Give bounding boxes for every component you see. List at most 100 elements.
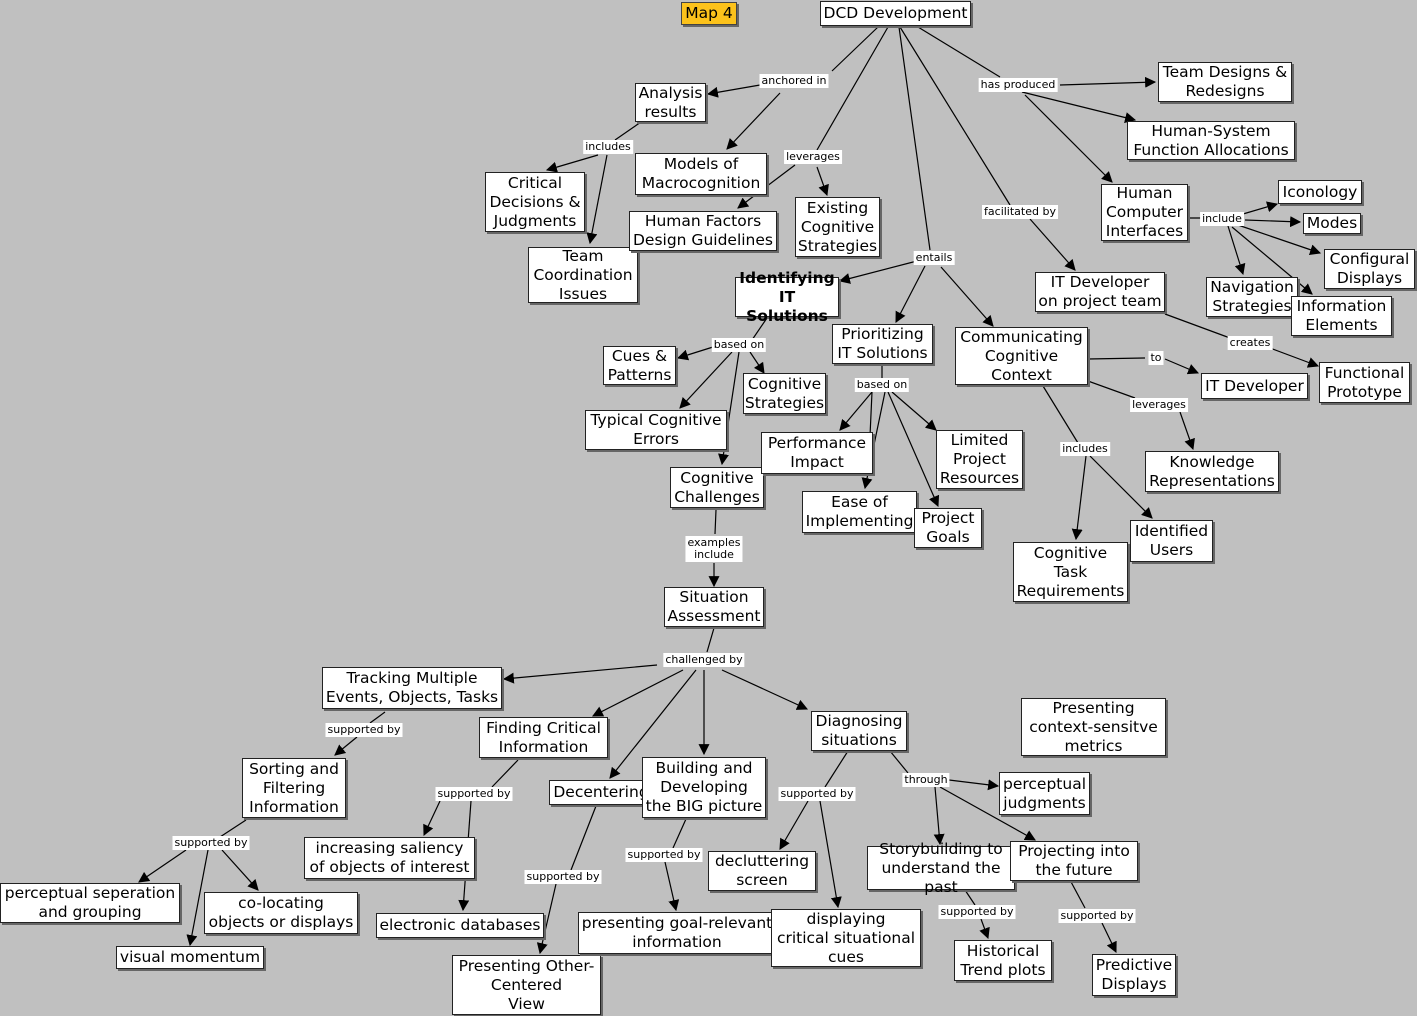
node-saliency[interactable]: increasing saliency of objects of intere…: [304, 837, 475, 879]
node-team-coord[interactable]: Team Coordination Issues: [528, 247, 638, 303]
connector-line: [917, 26, 1001, 78]
connector-line: [219, 819, 247, 838]
connector-line: [898, 26, 931, 251]
connector-line: [838, 260, 918, 284]
node-historical[interactable]: Historical Trend plots: [954, 940, 1052, 981]
node-cues[interactable]: Cues & Patterns: [603, 346, 676, 385]
link-label-facilitated-by: facilitated by: [982, 205, 1058, 219]
node-tracking[interactable]: Tracking Multiple Events, Objects, Tasks: [322, 667, 502, 709]
connector-line: [536, 883, 557, 955]
node-models-macro[interactable]: Models of Macrocognition: [635, 153, 767, 195]
connector-line: [964, 889, 976, 906]
link-label-based-on-2: based on: [854, 378, 910, 392]
node-it-developer[interactable]: IT Developer: [1201, 373, 1308, 399]
node-it-dev-team[interactable]: IT Developer on project team: [1035, 272, 1165, 312]
connector-line: [1071, 455, 1087, 541]
connector-line: [592, 669, 684, 717]
connector-line: [221, 849, 259, 891]
node-perceptual-sep[interactable]: perceptual seperation and grouping: [0, 883, 180, 923]
node-knowledge-rep[interactable]: Knowledge Representations: [1145, 451, 1279, 492]
node-perf-impact[interactable]: Performance Impact: [761, 432, 873, 474]
connector-line: [899, 26, 1011, 206]
node-colocating[interactable]: co-locating objects or displays: [204, 892, 358, 934]
connector-line: [1164, 313, 1231, 339]
node-iconology[interactable]: Iconology: [1278, 180, 1362, 204]
connector-line: [895, 265, 926, 323]
node-navigation[interactable]: Navigation Strategies: [1206, 277, 1298, 317]
node-identifying[interactable]: Identifying IT Solutions: [735, 269, 839, 325]
link-label-based-on-1: based on: [711, 338, 767, 352]
node-critical-decisions[interactable]: Critical Decisions & Judgments: [485, 172, 585, 232]
node-map-badge[interactable]: Map 4: [681, 2, 737, 25]
node-team-designs[interactable]: Team Designs & Redesigns: [1158, 62, 1292, 102]
connector-line: [1179, 411, 1195, 451]
node-analysis[interactable]: Analysis results: [635, 83, 706, 122]
link-label-to: to: [1148, 351, 1164, 365]
connector-line: [839, 391, 873, 431]
node-finding[interactable]: Finding Critical Information: [479, 717, 608, 758]
node-cog-challenges[interactable]: Cognitive Challenges: [670, 467, 764, 508]
node-electronic-db[interactable]: electronic databases: [376, 913, 544, 938]
node-perceptual-judg[interactable]: perceptual judgments: [999, 772, 1090, 815]
node-sorting[interactable]: Sorting and Filtering Information: [242, 758, 346, 818]
node-hf-guidelines[interactable]: Human Factors Design Guidelines: [629, 211, 777, 251]
connector-line: [664, 861, 680, 912]
connector-line: [706, 84, 761, 98]
link-label-include-2: include: [1200, 212, 1244, 226]
connector-line: [1059, 76, 1157, 88]
link-label-challenged-by: challenged by: [663, 653, 745, 667]
node-hsfa[interactable]: Human-System Function Allocations: [1127, 121, 1295, 160]
node-situation[interactable]: Situation Assessment: [664, 587, 764, 627]
node-modes[interactable]: Modes: [1303, 213, 1361, 234]
node-decentering[interactable]: Decentering: [549, 780, 653, 805]
node-dcd[interactable]: DCD Development: [820, 1, 971, 26]
node-hci[interactable]: Human Computer Interfaces: [1101, 184, 1188, 241]
node-goal-relevant[interactable]: presenting goal-relevant information: [578, 912, 776, 954]
node-typical-errors[interactable]: Typical Cognitive Errors: [585, 410, 727, 450]
connector-line: [1024, 94, 1113, 183]
connector-line: [706, 627, 715, 653]
node-existing-cog[interactable]: Existing Cognitive Strategies: [795, 197, 880, 257]
connector-line: [1089, 455, 1153, 519]
link-label-supported-by-6: supported by: [778, 787, 856, 801]
node-projecting[interactable]: Projecting into the future: [1010, 841, 1138, 881]
node-project-goals[interactable]: Project Goals: [914, 508, 982, 548]
node-decluttering[interactable]: decluttering screen: [708, 851, 816, 891]
node-displaying-cues[interactable]: displaying critical situational cues: [771, 909, 921, 967]
connector-line: [891, 391, 937, 431]
node-prioritizing[interactable]: Prioritizing IT Solutions: [832, 324, 933, 364]
connector-line: [138, 849, 187, 883]
link-label-leverages-1: leverages: [784, 150, 842, 164]
link-label-creates: creates: [1227, 336, 1273, 350]
node-cog-strategies[interactable]: Cognitive Strategies: [743, 373, 826, 414]
connector-line: [586, 154, 608, 245]
node-ease-impl[interactable]: Ease of Implementing: [802, 491, 917, 533]
node-cog-task-req[interactable]: Cognitive Task Requirements: [1013, 542, 1128, 602]
connector-line: [423, 800, 441, 836]
link-label-examples-include: examples include: [685, 536, 743, 562]
node-storybuilding[interactable]: Storybuilding to understand the past: [867, 840, 1015, 896]
node-functional-proto[interactable]: Functional Prototype: [1319, 362, 1410, 403]
node-configural[interactable]: Configural Displays: [1324, 249, 1415, 289]
connector-line: [824, 750, 849, 788]
node-visual-momentum[interactable]: visual momentum: [116, 946, 264, 969]
node-context-metrics[interactable]: Presenting context-sensitve metrics: [1021, 698, 1166, 756]
connector-line: [714, 509, 717, 535]
node-limited-res[interactable]: Limited Project Resources: [936, 430, 1023, 489]
connector-line: [1087, 357, 1146, 360]
node-building[interactable]: Building and Developing the BIG picture: [642, 757, 766, 818]
connector-line: [545, 154, 599, 173]
node-predictive[interactable]: Predictive Displays: [1092, 954, 1176, 996]
connector-line: [1164, 358, 1200, 375]
node-other-centered[interactable]: Presenting Other- Centered View: [452, 955, 601, 1015]
node-info-elements[interactable]: Information Elements: [1291, 296, 1392, 336]
connector-line: [369, 711, 386, 724]
node-communicating[interactable]: Communicating Cognitive Context: [955, 327, 1088, 385]
connector-line: [948, 779, 1000, 791]
link-label-supported-by-1: supported by: [325, 723, 403, 737]
connector-line: [1231, 226, 1313, 295]
node-diagnosing[interactable]: Diagnosing situations: [811, 711, 907, 751]
node-identified-users[interactable]: Identified Users: [1130, 520, 1213, 562]
link-label-includes-1: includes: [583, 140, 633, 154]
